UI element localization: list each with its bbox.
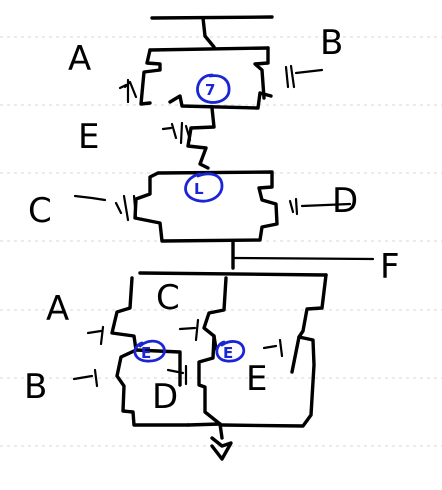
label-b-top: B bbox=[320, 23, 343, 63]
annotation-circle-bottom-left: E bbox=[133, 339, 166, 363]
middle-parallel-block bbox=[73, 170, 375, 270]
label-d-right: D bbox=[332, 181, 358, 221]
annotation-bottom-left-text: E bbox=[141, 344, 151, 362]
label-d-bottom: D bbox=[152, 377, 178, 417]
series-e-block bbox=[161, 106, 216, 170]
annotation-circle-mid: L bbox=[184, 172, 224, 203]
label-f-out: F bbox=[380, 247, 400, 287]
vdd-rail bbox=[148, 15, 274, 52]
top-parallel-block bbox=[118, 46, 324, 110]
label-a-top: A bbox=[68, 39, 91, 79]
bottom-network bbox=[72, 271, 328, 461]
node-labels: A B E C D F A C B D E bbox=[24, 23, 400, 417]
blue-annotations: 7 L E E bbox=[133, 73, 246, 363]
annotation-bottom-right-text: E bbox=[223, 344, 233, 362]
label-e-bottom: E bbox=[246, 359, 267, 399]
label-c-left: C bbox=[28, 191, 52, 231]
label-e-mid: E bbox=[78, 117, 99, 157]
label-a-bottom: A bbox=[46, 289, 69, 329]
annotation-mid-text: L bbox=[194, 180, 204, 198]
label-b-bottom: B bbox=[24, 367, 47, 407]
annotation-circle-bottom-right: E bbox=[215, 340, 246, 363]
annotation-circle-top: 7 bbox=[196, 73, 231, 104]
label-c-bottom: C bbox=[156, 278, 180, 318]
annotation-top-text: 7 bbox=[205, 81, 215, 99]
